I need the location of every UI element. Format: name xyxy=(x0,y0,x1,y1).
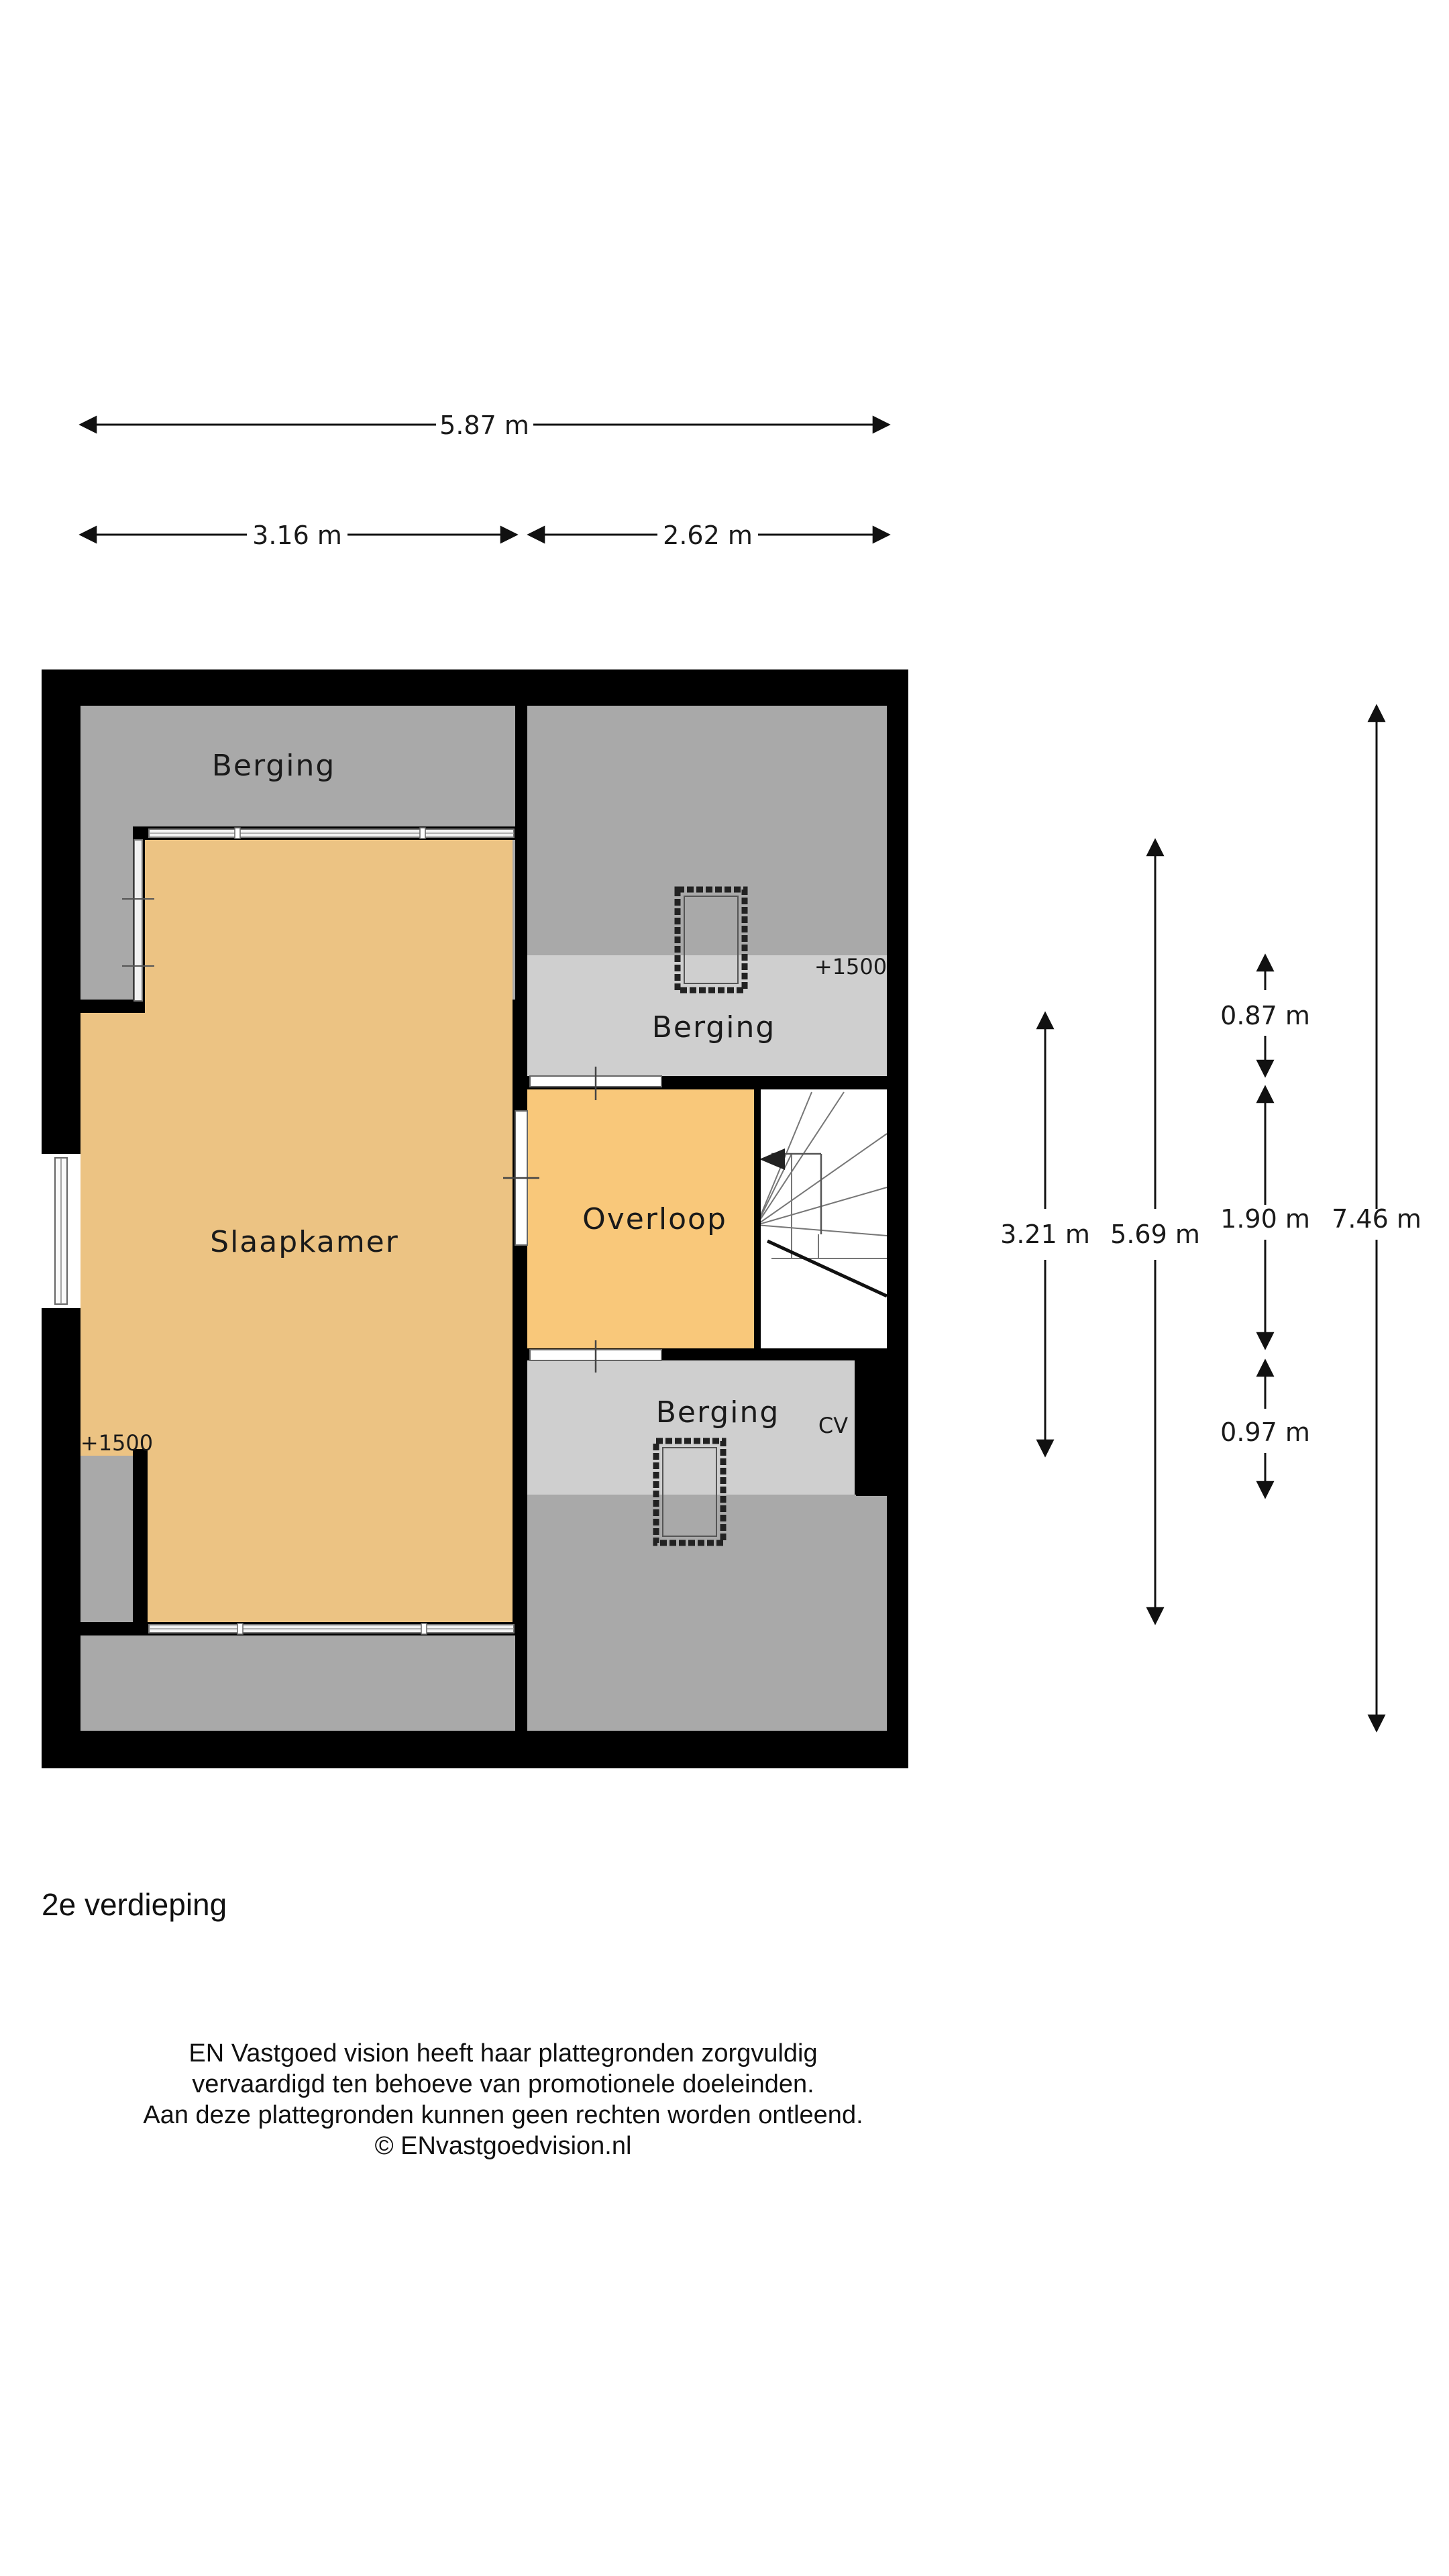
height-marker-top-right: +1500 xyxy=(814,954,887,979)
dimension-total-height: 7.46 m xyxy=(1332,704,1421,1733)
staircase xyxy=(756,1089,888,1348)
room-label-landing: Overloop xyxy=(582,1202,727,1236)
bedroom-left-storage-wall xyxy=(80,1000,145,1013)
storage-bottom-right-low xyxy=(527,1360,855,1495)
dimension-right-width: 2.62 m xyxy=(527,521,891,550)
dimension-seg-top-label: 0.87 m xyxy=(1220,1001,1310,1030)
room-label-storage-top-right: Berging xyxy=(652,1010,776,1044)
door-landing-storage-bottom xyxy=(529,1340,662,1373)
door-bedroom-landing xyxy=(503,1110,539,1246)
railing-bedroom-bottom xyxy=(148,1623,515,1635)
disclaimer-line-4: © ENvastgoedvision.nl xyxy=(374,2132,632,2160)
room-label-storage-bottom-right: Berging xyxy=(656,1395,780,1430)
disclaimer-line-3: Aan deze plattegronden kunnen geen recht… xyxy=(143,2101,863,2129)
dimension-seg-mid-label: 1.90 m xyxy=(1220,1204,1310,1234)
railing-bedroom-top xyxy=(148,827,515,839)
dimension-total-height-label: 7.46 m xyxy=(1332,1204,1421,1234)
dimension-height-b-label: 5.69 m xyxy=(1110,1220,1200,1249)
dimension-seg-mid: 1.90 m xyxy=(1220,1085,1310,1350)
landing-floor xyxy=(527,1089,754,1348)
dimension-seg-top: 0.87 m xyxy=(1220,953,1310,1078)
room-label-storage-top-left: Berging xyxy=(212,749,336,783)
cv-block xyxy=(856,1368,887,1496)
dimension-right-width-label: 2.62 m xyxy=(663,521,753,550)
wall-landing-stairs xyxy=(754,1089,761,1348)
skylight-top-right xyxy=(674,886,748,994)
door-landing-storage-top xyxy=(529,1067,662,1100)
disclaimer: EN Vastgoed vision heeft haar plattegron… xyxy=(0,2038,1006,2161)
dimension-seg-bottom: 0.97 m xyxy=(1220,1358,1310,1499)
dimension-height-a: 3.21 m xyxy=(1000,1011,1090,1458)
room-label-cv: CV xyxy=(818,1413,848,1438)
railing-bedroom-left xyxy=(122,839,154,1002)
bedroom-niche-wall xyxy=(133,1449,148,1630)
window-bedroom-west xyxy=(42,1154,80,1308)
storage-top-right xyxy=(527,706,887,955)
height-marker-left: +1500 xyxy=(80,1430,153,1456)
level-title: 2e verdieping xyxy=(42,1887,227,1922)
storage-top-right-low xyxy=(527,955,887,1076)
room-label-bedroom: Slaapkamer xyxy=(210,1225,399,1259)
dimension-total-width: 5.87 m xyxy=(78,411,891,440)
storage-left-niche xyxy=(80,1456,133,1622)
storage-bottom-left xyxy=(80,1635,515,1731)
disclaimer-line-1: EN Vastgoed vision heeft haar plattegron… xyxy=(189,2039,818,2068)
disclaimer-line-2: vervaardigd ten behoeve van promotionele… xyxy=(192,2070,814,2098)
dimension-left-width-label: 3.16 m xyxy=(252,521,342,550)
stair-direction-arrow-icon xyxy=(759,1148,785,1170)
bedroom-floor xyxy=(80,840,513,1630)
dimension-total-width-label: 5.87 m xyxy=(439,411,529,440)
dimension-seg-bottom-label: 0.97 m xyxy=(1220,1417,1310,1447)
skylight-bottom-right xyxy=(653,1438,727,1546)
dimension-height-a-label: 3.21 m xyxy=(1000,1220,1090,1249)
dimension-height-b: 5.69 m xyxy=(1110,838,1200,1625)
storage-bottom-right xyxy=(527,1495,887,1731)
dimension-left-width: 3.16 m xyxy=(78,521,519,550)
